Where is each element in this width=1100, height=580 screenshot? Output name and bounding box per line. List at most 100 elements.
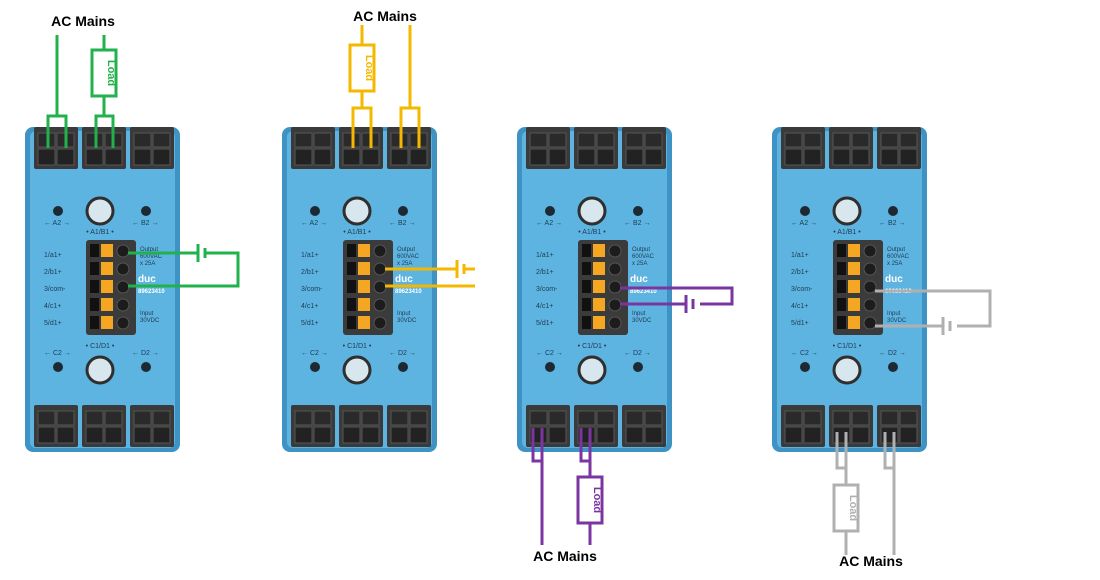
connector-hole: [608, 316, 622, 330]
connector-hole: [373, 280, 387, 294]
terminal-block: [339, 127, 383, 169]
led-indicator: [398, 206, 408, 216]
screw-slot: [851, 132, 870, 148]
load-box: Load: [348, 43, 376, 93]
screw-slot: [548, 410, 567, 426]
led-indicator: [545, 362, 555, 372]
terminal-label: 1/a1+: [536, 252, 554, 259]
wire-entry: [133, 148, 152, 166]
led-indicator: [800, 362, 810, 372]
connector-hole: [863, 316, 877, 330]
screw-slot: [596, 410, 615, 426]
connector-release: [837, 262, 846, 275]
connector-pin: [358, 244, 370, 257]
wire: [620, 286, 734, 306]
wire: [94, 96, 106, 148]
screw-slot: [294, 410, 313, 426]
led-indicator: [888, 206, 898, 216]
screw-slot: [313, 132, 332, 148]
brand-logo: duc: [395, 274, 413, 285]
terminal-label: 2/b1+: [44, 269, 62, 276]
screw-slot: [625, 132, 644, 148]
wire-entry: [294, 148, 313, 166]
connector-release: [90, 298, 99, 311]
screw-slot: [294, 132, 313, 148]
connector-release: [347, 280, 356, 293]
wire-entry: [899, 148, 918, 166]
led-indicator: [633, 362, 643, 372]
mounting-hole: [832, 196, 862, 226]
brand-logo: duc: [138, 274, 156, 285]
terminal-label: 5/d1+: [536, 320, 554, 327]
connector-pin: [101, 262, 113, 275]
terminal-block: [622, 127, 666, 169]
port-label-b2: ← B2 →: [879, 220, 905, 227]
port-label-a1b1: • A1/B1 •: [343, 229, 371, 236]
wire-entry: [784, 426, 803, 444]
port-label-d2: ← D2 →: [132, 350, 159, 357]
screw-slot: [548, 132, 567, 148]
wire-entry: [152, 148, 171, 166]
spec-output-line: 600VAC: [140, 254, 163, 260]
wire-entry: [548, 148, 567, 166]
connector-release: [347, 298, 356, 311]
screw-slot: [832, 410, 851, 426]
screw-slot: [880, 410, 899, 426]
screw-slot: [104, 410, 123, 426]
wire-entry: [529, 148, 548, 166]
wire-entry: [577, 148, 596, 166]
wire-entry: [342, 148, 361, 166]
port-label-a1b1: • A1/B1 •: [578, 229, 606, 236]
part-number: 89623410: [395, 289, 422, 295]
port-label-c2: ← C2 →: [791, 350, 818, 357]
wire-entry: [784, 148, 803, 166]
connector-pin: [358, 280, 370, 293]
terminal-block: [829, 405, 873, 447]
connector-release: [582, 244, 591, 257]
screw-slot: [803, 410, 822, 426]
terminal-block: [526, 127, 570, 169]
spec-input-line: 30VDC: [140, 318, 160, 324]
terminal-block: [877, 405, 921, 447]
relay-module: ← A2 →← B2 →• A1/B1 •• C1/D1 •← C2 →← D2…: [25, 127, 180, 452]
spec-input-line: Input: [632, 311, 646, 317]
terminal-block: [526, 405, 570, 447]
connector-pin: [358, 262, 370, 275]
screw-slot: [133, 410, 152, 426]
wire-entry: [851, 426, 870, 444]
spec-input-line: Input: [887, 311, 901, 317]
port-label-c1d1: • C1/D1 •: [578, 343, 607, 350]
relay-module: ← A2 →← B2 →• A1/B1 •• C1/D1 •← C2 →← D2…: [517, 127, 672, 452]
connector-release: [837, 298, 846, 311]
screw-slot: [832, 132, 851, 148]
connector-pin: [593, 316, 605, 329]
screw-slot: [56, 410, 75, 426]
screw-slot: [784, 132, 803, 148]
input-connector: [833, 240, 883, 335]
terminal-label: 2/b1+: [791, 269, 809, 276]
wire-entry: [313, 426, 332, 444]
wire-entry: [644, 426, 663, 444]
connector-pin: [848, 298, 860, 311]
terminal-label: 3/com-: [536, 286, 558, 293]
terminal-label: 4/c1+: [44, 303, 61, 310]
connector-pin: [358, 298, 370, 311]
port-label-a1b1: • A1/B1 •: [86, 229, 114, 236]
wire-entry: [851, 148, 870, 166]
terminal-block: [622, 405, 666, 447]
spec-output-line: x 25A: [397, 261, 412, 267]
port-label-b2: ← B2 →: [132, 220, 158, 227]
brand-logo: duc: [885, 274, 903, 285]
spec-output-line: 600VAC: [397, 254, 420, 260]
port-label-b2: ← B2 →: [624, 220, 650, 227]
connector-release: [347, 316, 356, 329]
port-label-c2: ← C2 →: [301, 350, 328, 357]
wire-entry: [409, 148, 428, 166]
brand-logo: duc: [630, 274, 648, 285]
terminal-label: 5/d1+: [44, 320, 62, 327]
wire-entry: [361, 148, 380, 166]
connector-hole: [116, 244, 130, 258]
wire-entry: [880, 148, 899, 166]
wire: [579, 428, 592, 463]
